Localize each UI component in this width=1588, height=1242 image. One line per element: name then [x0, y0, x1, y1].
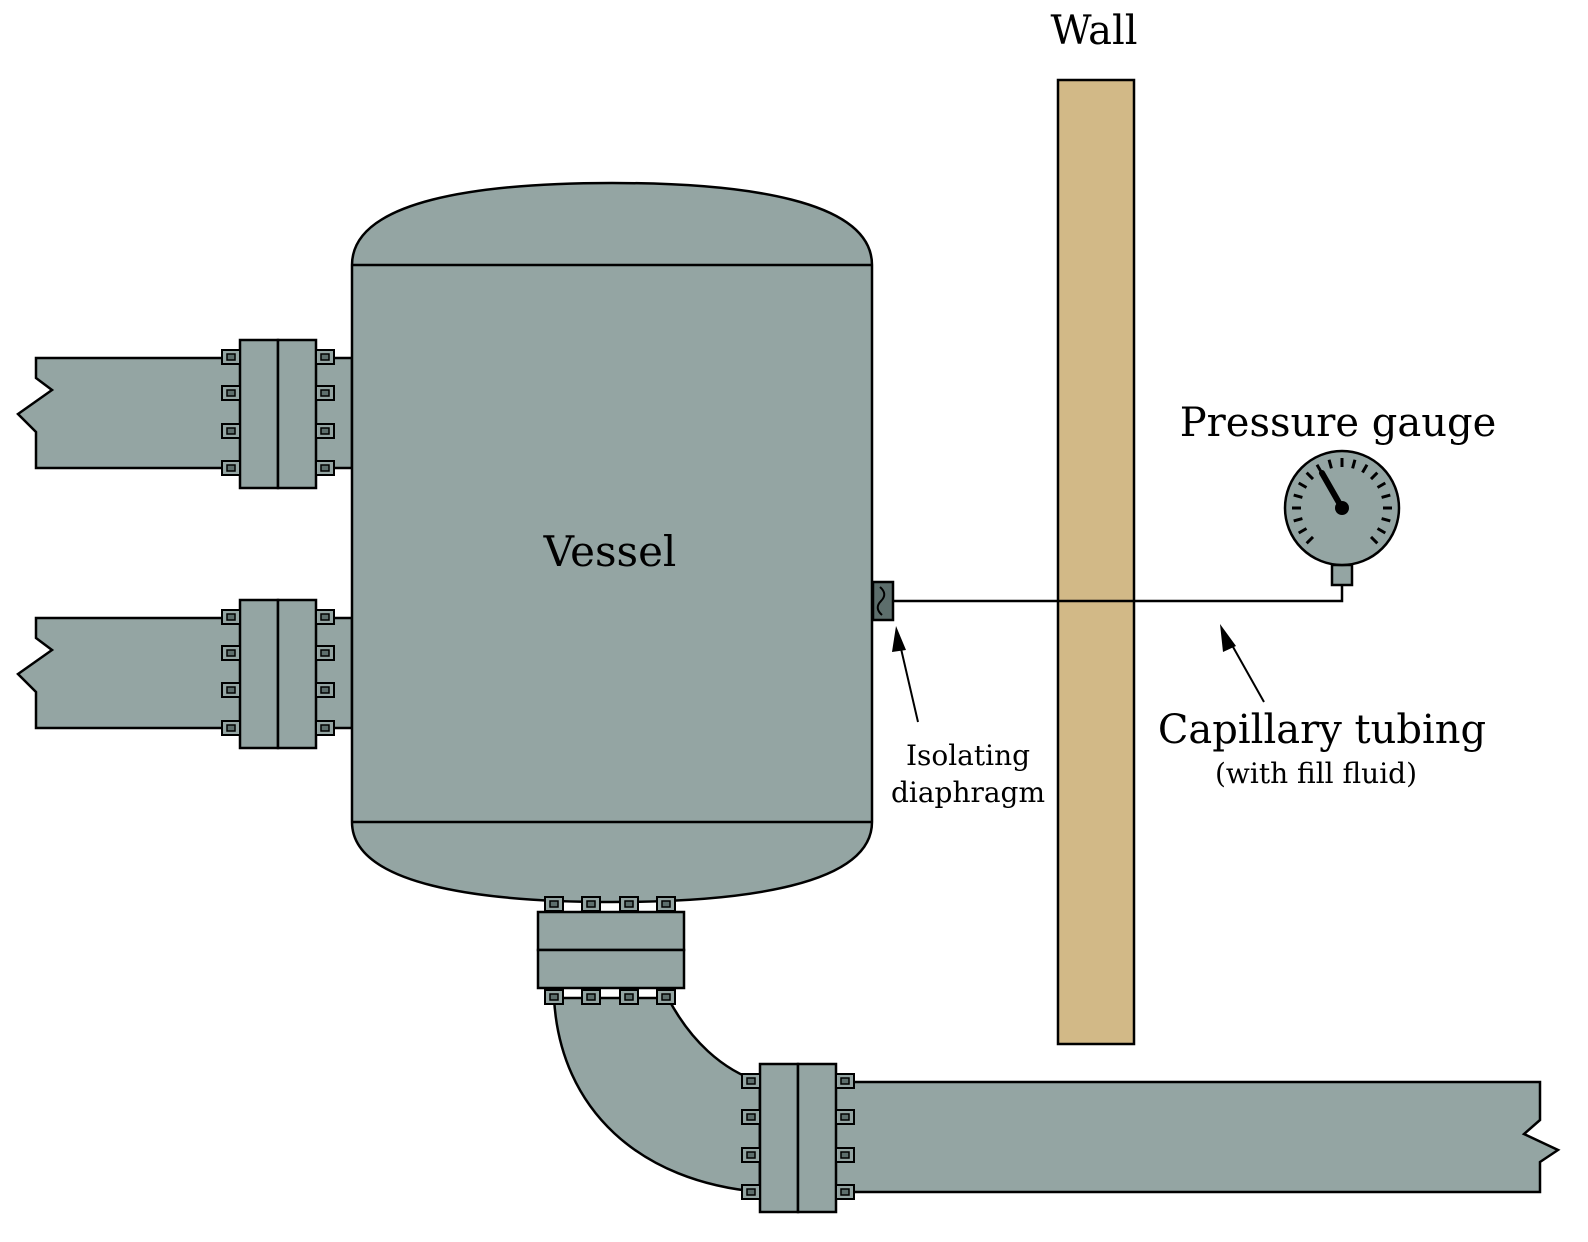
bottom-right-flange	[741, 1062, 855, 1214]
gauge-tick	[1361, 463, 1369, 474]
gauge-tick	[1293, 493, 1303, 499]
gauge-tick	[1381, 493, 1391, 499]
gauge-tick	[1327, 459, 1333, 469]
gauge-tick	[1369, 471, 1379, 481]
capillary-arrow	[1220, 624, 1265, 703]
vessel	[350, 181, 874, 904]
isolating-diaphragm-label-line2: diaphragm	[891, 776, 1045, 809]
bottom-pipe	[758, 1080, 1561, 1194]
gauge-tick	[1305, 471, 1315, 481]
isolating-diaphragm-label-line1: Isolating	[906, 739, 1030, 772]
gauge-tick	[1369, 535, 1379, 545]
gauge-scale	[1292, 458, 1392, 545]
pressure-gauge-icon	[1283, 449, 1401, 587]
lower-left-flange	[221, 598, 335, 750]
diaphragm-arrow	[892, 626, 919, 723]
gauge-tick	[1376, 527, 1387, 535]
gauge-tick	[1376, 481, 1387, 489]
pressure-gauge-label: Pressure gauge	[1180, 400, 1497, 446]
isolating-diaphragm	[871, 580, 895, 622]
gauge-tick	[1297, 527, 1308, 535]
bottom-flange	[536, 896, 686, 1005]
capillary-tubing	[893, 585, 1344, 603]
gauge-tick	[1351, 459, 1357, 469]
gauge-tick	[1305, 535, 1315, 545]
wall	[1056, 78, 1136, 1046]
upper-left-flange	[221, 338, 335, 490]
vessel-label: Vessel	[543, 527, 677, 576]
capillary-fill-note: (with fill fluid)	[1215, 757, 1417, 790]
wall-label: Wall	[1050, 8, 1137, 54]
gauge-tick	[1297, 481, 1308, 489]
gauge-tick	[1293, 517, 1303, 523]
capillary-tubing-label: Capillary tubing	[1158, 707, 1486, 753]
gauge-tick	[1381, 517, 1391, 523]
elbow-pipe	[552, 996, 762, 1194]
